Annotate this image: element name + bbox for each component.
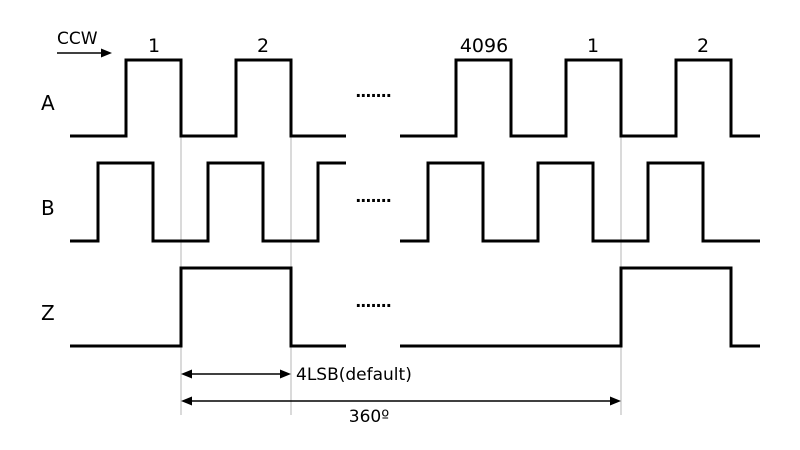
channel-z-waveform-left xyxy=(70,266,346,348)
pulse-label-1: 1 xyxy=(148,35,160,57)
channel-b-label: B xyxy=(41,196,55,220)
channel-b-waveform-right xyxy=(400,161,760,243)
pulse-label-2: 2 xyxy=(257,35,269,57)
dimension-label-360: 360º xyxy=(349,407,389,427)
direction-arrow-head xyxy=(101,48,112,58)
pulse-label-4096: 4096 xyxy=(460,35,508,57)
channel-a-waveform-left xyxy=(70,58,346,138)
channel-a-label: A xyxy=(41,91,55,115)
ellipsis-channel-a: ······· xyxy=(355,86,391,105)
pulse-label-2-repeat: 2 xyxy=(697,35,709,57)
channel-a-waveform-right xyxy=(400,58,760,138)
ellipsis-channel-z: ······· xyxy=(355,296,391,315)
dimension-arrow-360 xyxy=(181,396,621,406)
dimension-arrow-4lsb xyxy=(181,369,291,379)
direction-label: CCW xyxy=(57,29,98,49)
pulse-label-1-repeat: 1 xyxy=(587,35,599,57)
channel-z-waveform-right xyxy=(400,266,760,348)
channel-b-waveform-left xyxy=(70,161,346,243)
ellipsis-channel-b: ······· xyxy=(355,191,391,210)
dimension-label-4lsb: 4LSB(default) xyxy=(296,365,412,385)
channel-z-label: Z xyxy=(41,301,55,325)
